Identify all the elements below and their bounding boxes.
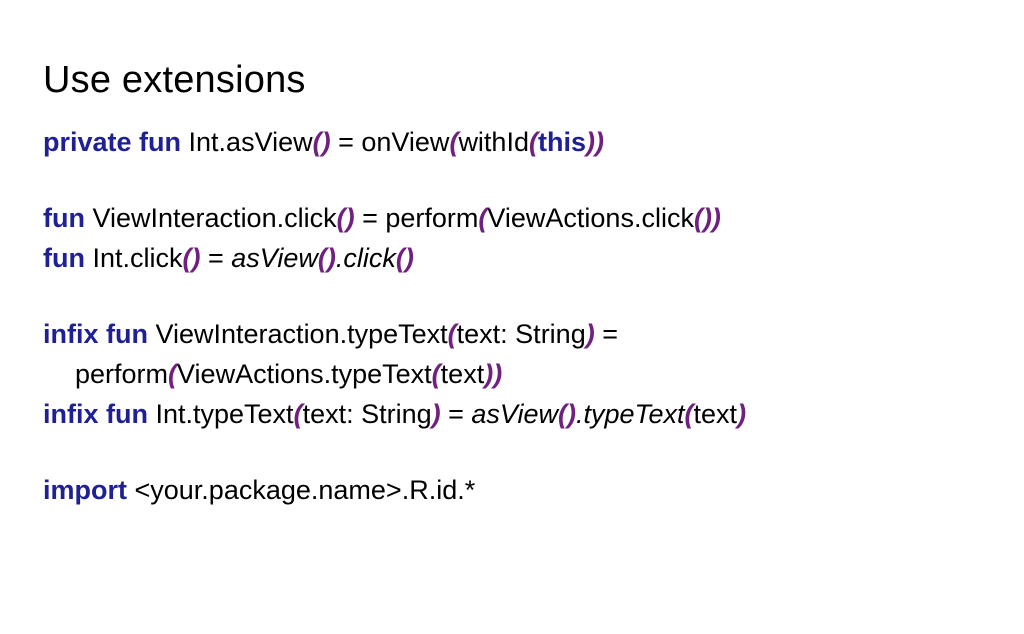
code-token-italic: asView — [471, 399, 558, 429]
code-line-blank — [43, 434, 984, 470]
code-token-keyword: infix fun — [43, 319, 156, 349]
code-token-plain: = perform — [354, 203, 479, 233]
code-token-keyword: infix fun — [43, 399, 156, 429]
code-token-plain: = onView — [330, 127, 450, 157]
code-token-plain: = — [200, 243, 232, 273]
code-token-keyword: private fun — [43, 127, 189, 157]
code-line: perform(ViewActions.typeText(text)) — [43, 354, 984, 394]
code-token-bracket: () — [312, 127, 331, 157]
code-token-keyword: this — [537, 127, 586, 157]
code-token-bracket: ( — [293, 399, 303, 429]
code-token-keyword: fun — [43, 243, 93, 273]
code-token-plain: text: String — [302, 399, 432, 429]
slide-title: Use extensions — [43, 59, 306, 101]
code-line-blank — [43, 162, 984, 198]
code-token-bracket: ) — [585, 319, 595, 349]
code-token-bracket: ( — [449, 127, 459, 157]
code-token-bracket: ( — [447, 319, 457, 349]
code-line: private fun Int.asView() = onView(withId… — [43, 122, 984, 162]
code-line: fun Int.click() = asView().click() — [43, 238, 984, 278]
code-token-bracket: ( — [168, 359, 178, 389]
code-token-bracket: ( — [478, 203, 488, 233]
code-token-bracket: ( — [684, 399, 694, 429]
code-token-keyword: fun — [43, 203, 93, 233]
code-line-blank — [43, 278, 984, 314]
code-token-plain: text: String — [456, 319, 586, 349]
slide: Use extensions private fun Int.asView() … — [0, 58, 1024, 634]
code-token-bracket: ) — [431, 399, 441, 429]
code-token-plain: Int.typeText — [155, 399, 294, 429]
code-token-plain: = — [440, 399, 472, 429]
code-line: infix fun ViewInteraction.typeText(text:… — [43, 314, 984, 354]
code-token-keyword: import — [43, 475, 135, 505]
code-token-bracket: () — [557, 399, 576, 429]
code-line: infix fun Int.typeText(text: String) = a… — [43, 394, 984, 434]
code-token-italic: .typeText — [575, 399, 685, 429]
code-token-plain: perform — [75, 359, 169, 389]
code-token-plain: text — [693, 399, 738, 429]
code-token-bracket: ) — [737, 399, 747, 429]
code-token-plain: text — [440, 359, 485, 389]
code-token-plain: ViewInteraction.click — [92, 203, 337, 233]
code-token-bracket: () — [182, 243, 201, 273]
code-token-bracket: ( — [528, 127, 538, 157]
code-line: import <your.package.name>.R.id.* — [43, 470, 984, 510]
code-token-plain: Int.asView — [188, 127, 313, 157]
code-token-bracket: () — [317, 243, 336, 273]
code-token-bracket: () — [395, 243, 414, 273]
code-line: fun ViewInteraction.click() = perform(Vi… — [43, 198, 984, 238]
code-token-bracket: ( — [431, 359, 441, 389]
code-token-plain: Int.click — [92, 243, 183, 273]
code-token-plain: <your.package.name>.R.id.* — [134, 475, 476, 505]
code-token-plain: withId — [458, 127, 529, 157]
code-token-plain: = — [594, 319, 618, 349]
code-token-italic: asView — [231, 243, 318, 273]
code-token-bracket: )) — [484, 359, 503, 389]
code-token-plain: ViewActions.click — [487, 203, 694, 233]
code-token-bracket: )) — [586, 127, 604, 157]
code-block: private fun Int.asView() = onView(withId… — [43, 122, 984, 510]
code-token-italic: .click — [335, 243, 396, 273]
code-token-bracket: () — [336, 203, 355, 233]
code-token-plain: ViewInteraction.typeText — [155, 319, 448, 349]
code-token-bracket: ()) — [693, 203, 721, 233]
code-token-plain: ViewActions.typeText — [177, 359, 432, 389]
